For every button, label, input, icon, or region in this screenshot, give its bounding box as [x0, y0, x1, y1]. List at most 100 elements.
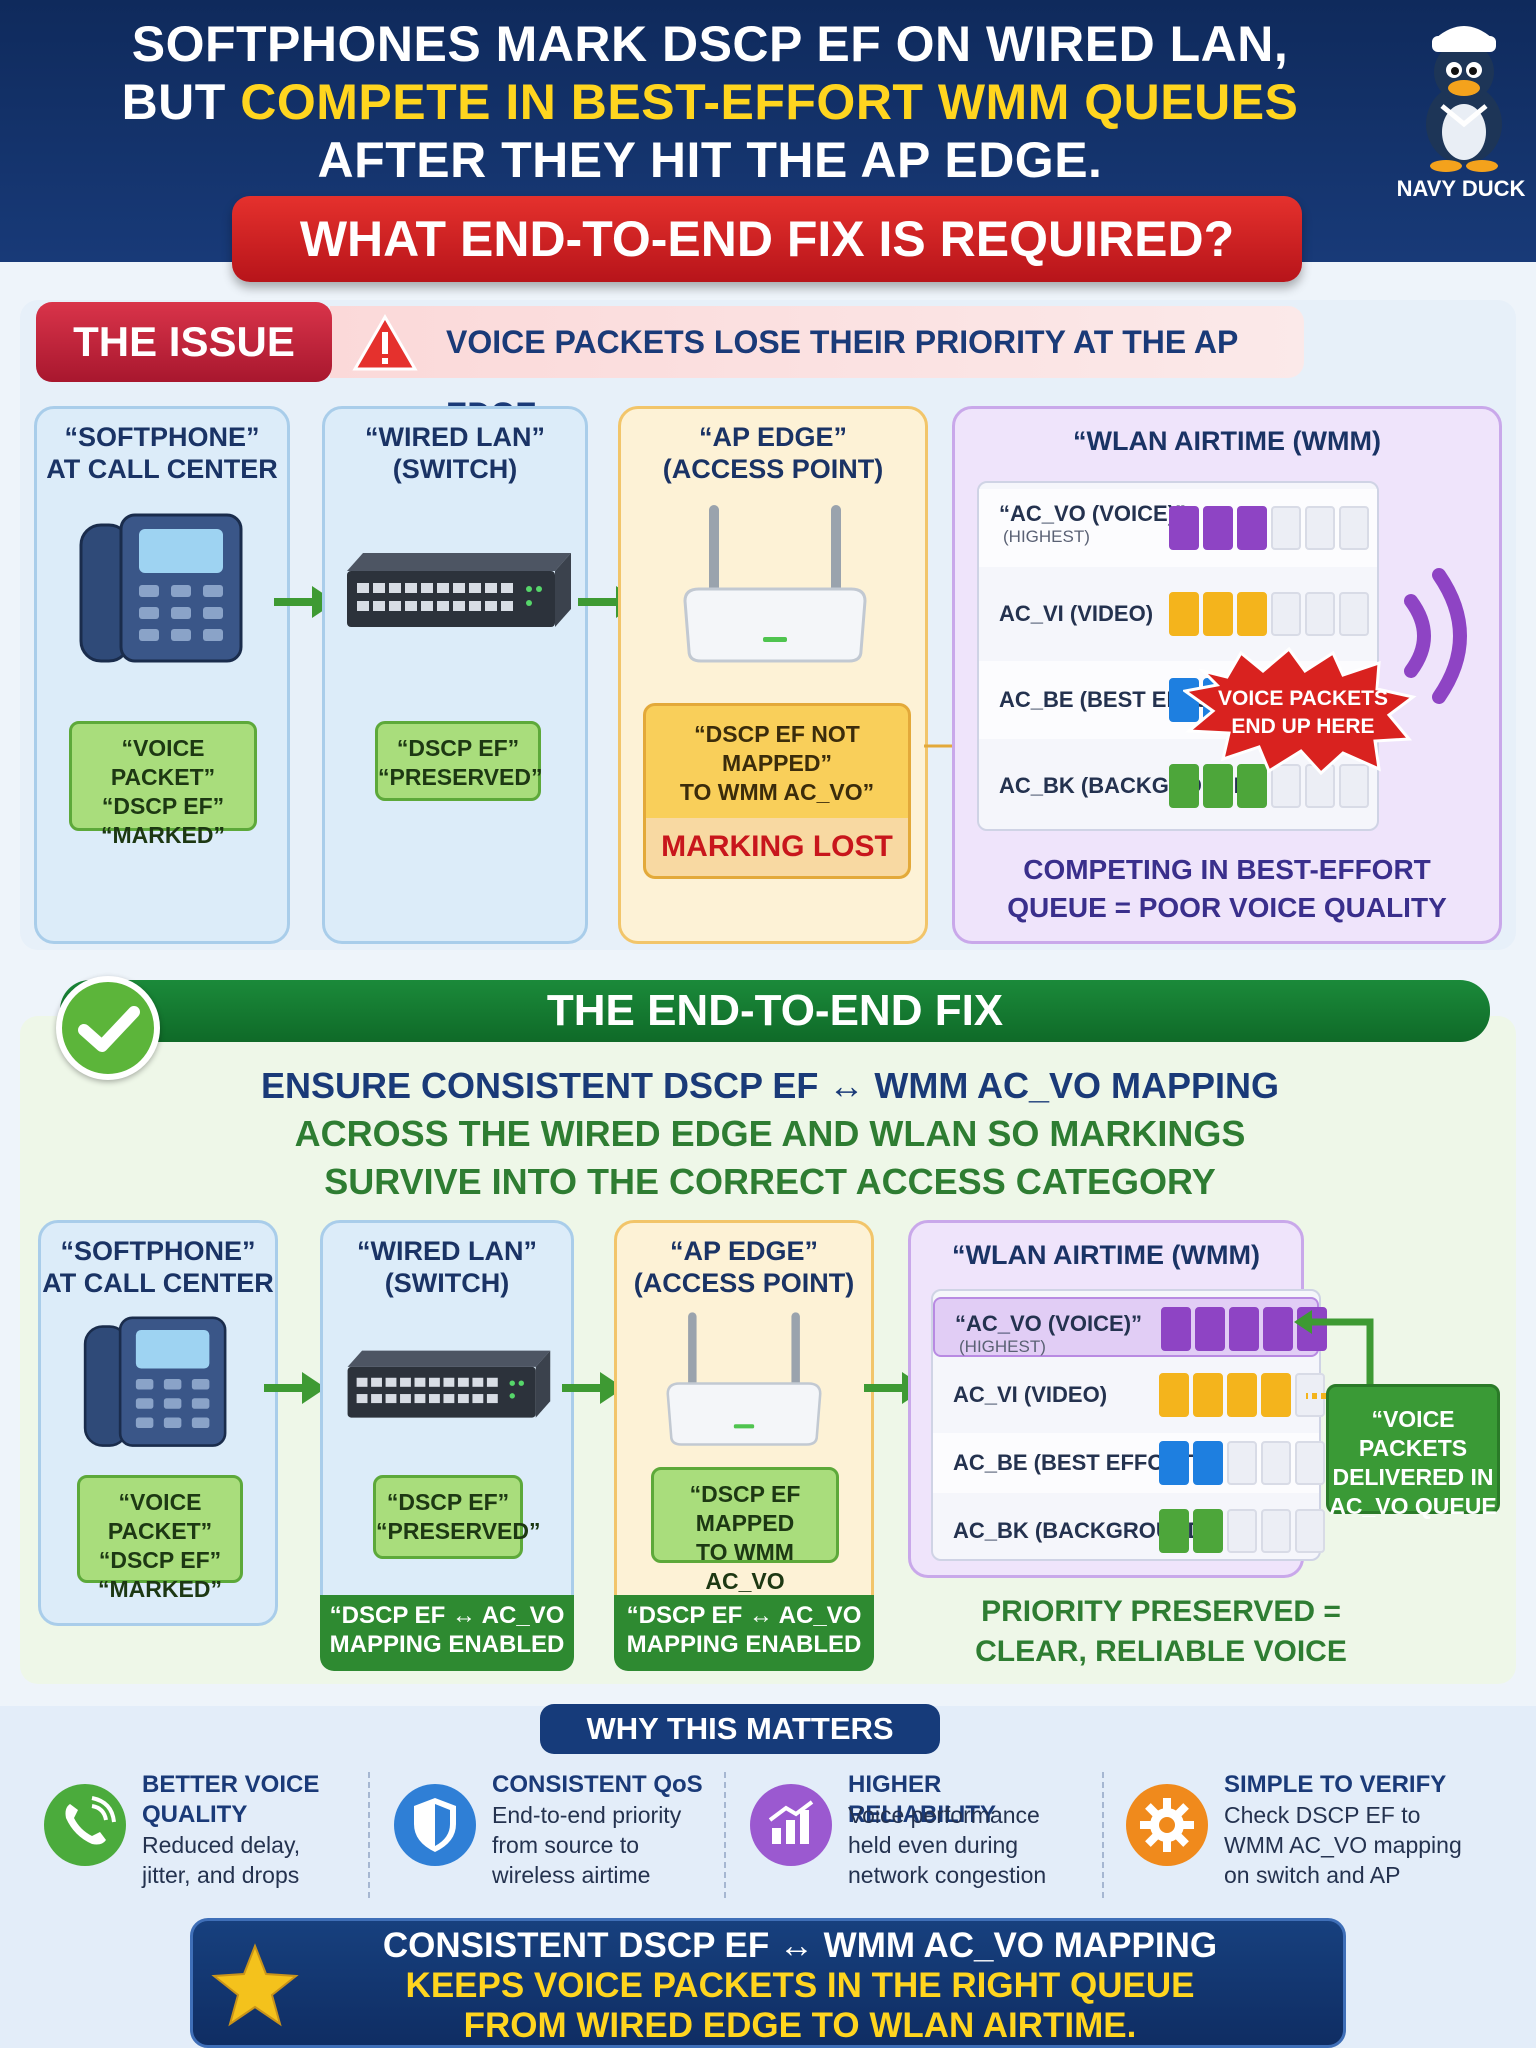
queue-cell	[1295, 1509, 1325, 1553]
title-line: QUALITY	[142, 1801, 248, 1828]
phone-icon	[44, 1784, 126, 1866]
queue-cell	[1271, 506, 1301, 550]
network-switch-icon	[347, 1350, 551, 1418]
poor-voice-quality-caption: COMPETING IN BEST-EFFORT QUEUE = POOR VO…	[955, 851, 1499, 927]
issue-summary: VOICE PACKETS LOSE THEIR PRIORITY AT THE…	[330, 306, 1304, 432]
divider	[724, 1772, 726, 1898]
badge-line: MAPPING ENABLED	[626, 1631, 862, 1658]
description-line: from source to	[492, 1832, 639, 1858]
question-banner: WHAT END-TO-END FIX IS REQUIRED?	[232, 196, 1302, 282]
queue-cell	[1339, 592, 1369, 636]
queue-cell	[1169, 764, 1199, 808]
fix-tag: THE END-TO-END FIX	[60, 980, 1490, 1042]
panel-subtitle: AT CALL CENTER	[46, 454, 278, 484]
headline-highlight: COMPETE IN BEST-EFFORT WMM QUEUES	[240, 74, 1299, 130]
benefit-title: HIGHER RELIABILITY	[848, 1771, 996, 1828]
panel-title: “SOFTPHONE”	[64, 422, 260, 452]
headline-prefix: BUT	[121, 74, 241, 130]
marking-lost-label: MARKING LOST	[646, 818, 908, 876]
headline-line-3: AFTER THEY HIT THE AP EDGE.	[317, 132, 1103, 188]
network-switch-icon	[347, 553, 571, 627]
queue-cell	[1339, 764, 1369, 808]
queue-cell	[1193, 1373, 1223, 1417]
queue-cell	[1169, 592, 1199, 636]
note-line: MAPPED”	[722, 750, 832, 776]
queue-row: AC_VI (VIDEO)	[933, 1365, 1325, 1425]
queue-cell	[1159, 1373, 1189, 1417]
note-line: “VOICE PACKET”	[110, 735, 216, 790]
note-line: “VOICE PACKET”	[107, 1489, 213, 1544]
benefit-title: SIMPLE TO VERIFY	[1224, 1771, 1447, 1798]
panel-subtitle: (SWITCH)	[392, 454, 518, 484]
desk-phone-icon	[83, 1316, 227, 1447]
queue-cells	[1169, 592, 1369, 636]
warning-icon	[352, 314, 418, 371]
queue-cell	[1203, 764, 1233, 808]
voice-packet-marked-note: “VOICE PACKET” “DSCP EF” “MARKED”	[77, 1475, 243, 1602]
queue-cell	[1271, 764, 1301, 808]
queue-row: AC_VI (VIDEO)	[979, 575, 1377, 653]
callout-line: AC_VO QUEUE	[1329, 1493, 1497, 1519]
divider	[368, 1772, 370, 1898]
benefit-description: Reduced delay,jitter, and drops	[142, 1830, 300, 1890]
priority-preserved-caption: PRIORITY PRESERVED = CLEAR, RELIABLE VOI…	[908, 1592, 1414, 1672]
queue-cell	[1169, 678, 1199, 722]
callout-line: “VOICE PACKETS	[1358, 1406, 1468, 1461]
mascot-label: NAVY DUCK	[1396, 176, 1526, 201]
chart-icon	[750, 1784, 832, 1866]
queue-cell	[1237, 506, 1267, 550]
issue-wlan-panel: “WLAN AIRTIME (WMM) “AC_VO (VOICE)”(HIGH…	[952, 406, 1502, 944]
queue-cell	[1161, 1307, 1191, 1351]
dscp-preserved-note: “DSCP EF” “PRESERVED”	[375, 721, 542, 801]
panel-title: “WIRED LAN”	[365, 422, 545, 452]
queue-label: “AC_VO (VOICE)”	[999, 501, 1187, 526]
queue-cell	[1261, 1441, 1291, 1485]
navy-duck-mascot-icon	[1426, 26, 1502, 172]
queue-cells	[1161, 1307, 1327, 1351]
description-line: WMM AC_VO mapping	[1224, 1832, 1462, 1858]
access-point-icon	[666, 1312, 822, 1446]
queue-cell	[1261, 1509, 1291, 1553]
note-line: “MARKED”	[98, 1576, 222, 1602]
panel-title: “WLAN AIRTIME (WMM)	[952, 1240, 1260, 1270]
description-line: jitter, and drops	[142, 1862, 300, 1888]
queue-cell	[1305, 506, 1335, 550]
queue-cells	[1159, 1441, 1325, 1485]
queue-cell	[1193, 1509, 1223, 1553]
queue-cells	[1159, 1373, 1325, 1417]
queue-cell	[1339, 506, 1369, 550]
checkmark-icon	[56, 976, 160, 1080]
queue-label: AC_VI (VIDEO)	[953, 1382, 1108, 1407]
summary-banner	[190, 1918, 1346, 2048]
queue-cell	[1159, 1441, 1189, 1485]
fix-softphone-panel: “SOFTPHONE” AT CALL CENTER “VOICE PACKET…	[38, 1220, 278, 1626]
desk-phone-icon	[79, 513, 243, 663]
panel-subtitle: AT CALL CENTER	[42, 1268, 274, 1298]
queue-cell	[1261, 1373, 1291, 1417]
divider	[1102, 1772, 1104, 1898]
queue-cell	[1159, 1509, 1189, 1553]
queue-row: “AC_VO (VOICE)”(HIGHEST)	[979, 489, 1377, 567]
queue-cell	[1271, 592, 1301, 636]
summary-line-2: KEEPS VOICE PACKETS IN THE RIGHT QUEUE	[405, 1966, 1195, 2005]
queue-cell	[1193, 1441, 1223, 1485]
queue-cell	[1237, 592, 1267, 636]
fix-wlan-panel: “WLAN AIRTIME (WMM) “AC_VO (VOICE)”(HIGH…	[908, 1220, 1327, 1578]
fix-statement-line-1: ENSURE CONSISTENT DSCP EF ↔ WMM AC_VO MA…	[260, 1065, 1280, 1106]
queue-cell	[1203, 592, 1233, 636]
panel-title: “AP EDGE”	[669, 1236, 819, 1266]
queue-cell	[1263, 1307, 1293, 1351]
shield-icon	[394, 1784, 476, 1866]
note-line: “DSCP EF”	[386, 1489, 510, 1515]
issue-switch-panel: “WIRED LAN” (SWITCH) “DSCP EF” “PRESERVE…	[322, 406, 588, 944]
note-line: “DSCP EF”	[101, 793, 225, 819]
badge-line: “DSCP EF ↔ AC_VO	[329, 1602, 565, 1629]
queue-sublabel: (HIGHEST)	[959, 1337, 1046, 1356]
queue-cells	[1159, 1509, 1325, 1553]
burst-line: VOICE PACKETS	[1218, 687, 1388, 710]
dscp-not-mapped-note: “DSCP EF NOT MAPPED” TO WMM AC_VO” MARKI…	[643, 703, 911, 879]
dscp-preserved-note: “DSCP EF” “PRESERVED”	[373, 1475, 540, 1559]
